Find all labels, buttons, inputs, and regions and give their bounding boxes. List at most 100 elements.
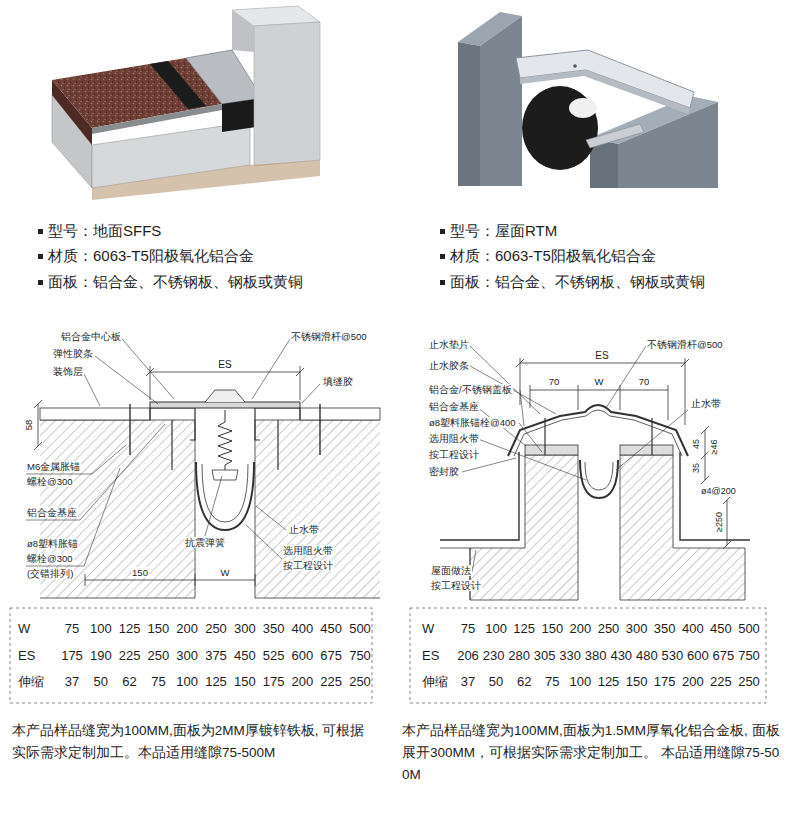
dimension-text: 70	[638, 376, 651, 387]
table-cell: 450	[234, 648, 256, 664]
table-cell: 175	[61, 648, 83, 664]
table-cell: 225	[119, 648, 141, 664]
table-cell: 200	[176, 621, 198, 637]
callout-label: 填缝胶	[322, 376, 354, 387]
dimension-text: W	[220, 567, 231, 578]
callout-label: 铝合金中心板	[60, 331, 122, 342]
table-cell: 300	[176, 648, 198, 664]
table-header: ES	[18, 648, 35, 664]
table-cell: 100	[176, 674, 198, 690]
table-cell: 37	[65, 674, 79, 690]
table-cell: 190	[90, 648, 112, 664]
table-cell: 250	[148, 648, 170, 664]
spec-table-frame	[10, 608, 766, 703]
callout-label: 止水垫片	[428, 339, 470, 350]
callout-label: 选用阻火带	[282, 545, 334, 556]
dimension-text: 150	[131, 567, 149, 578]
callout-label: (交错排列)	[26, 568, 74, 579]
table-cell: 530	[662, 648, 684, 664]
table-cell: 380	[585, 648, 607, 664]
table-cell: 225	[320, 674, 342, 690]
table-header: W	[422, 621, 434, 637]
table-cell: 62	[122, 674, 136, 690]
spec-line: 材质：6063-T5阳极氧化铝合金	[450, 247, 656, 265]
table-cell: 125	[598, 674, 620, 690]
table-cell: 100	[485, 621, 507, 637]
table-cell: 500	[738, 621, 760, 637]
floor-section-drawing	[26, 339, 380, 598]
callout-label: 屋面做法	[430, 565, 472, 576]
table-cell: 200	[292, 674, 314, 690]
table-header: ES	[422, 648, 439, 664]
table-cell: 75	[461, 621, 475, 637]
callout-label: 止水带	[288, 524, 320, 535]
callout-label: 密封胶	[428, 466, 460, 477]
table-cell: 305	[534, 648, 556, 664]
callout-label: 铝合金基座	[26, 507, 78, 518]
table-cell: 250	[349, 674, 371, 690]
table-cell: 750	[349, 648, 371, 664]
table-cell: 300	[234, 621, 256, 637]
table-cell: 675	[713, 648, 735, 664]
callout-label: 螺栓@300	[26, 476, 74, 487]
callout-label: 按工程设计	[430, 580, 482, 591]
table-cell: 100	[90, 621, 112, 637]
dimension-text: ≥250	[714, 511, 725, 533]
spec-line: 面板：铝合金、不锈钢板、钢板或黄铜	[450, 273, 705, 291]
roof-joint-render	[458, 12, 718, 188]
callout-label: 铝合金/不锈钢盖板	[428, 384, 513, 395]
table-cell: 150	[234, 674, 256, 690]
dimension-text: ES	[217, 359, 232, 371]
table-cell: 350	[263, 621, 285, 637]
floor-joint-render	[52, 6, 320, 200]
table-cell: 350	[654, 621, 676, 637]
table-cell: 280	[508, 648, 530, 664]
table-cell: 250	[738, 674, 760, 690]
table-cell: 480	[636, 648, 658, 664]
callout-label: ø8塑料胀锚栓@400	[428, 417, 517, 428]
table-cell: 200	[682, 674, 704, 690]
table-cell: 62	[517, 674, 531, 690]
dimension-text: 70	[548, 376, 561, 387]
table-cell: 450	[710, 621, 732, 637]
table-cell: 225	[710, 674, 732, 690]
dimension-text: 58	[23, 419, 34, 432]
table-header: W	[18, 621, 30, 637]
spec-line: 材质：6063-T5阳极氧化铝合金	[48, 247, 254, 265]
table-header: 伸缩	[18, 674, 44, 690]
table-cell: 150	[148, 621, 170, 637]
table-cell: 175	[263, 674, 285, 690]
note-text: 本产品样品缝宽为100MM,面板为1.5MM厚氧化铝合金板, 面板展开300MM…	[402, 720, 782, 786]
dimension-text: 35	[691, 462, 702, 474]
table-cell: 675	[320, 648, 342, 664]
callout-label: 止水带	[690, 398, 722, 409]
callout-label: 按工程设计	[428, 449, 480, 460]
table-cell: 75	[151, 674, 165, 690]
table-cell: 37	[461, 674, 475, 690]
callout-label: ø8塑料胀锚	[26, 538, 79, 549]
table-cell: 75	[65, 621, 79, 637]
dimension-text: 45	[691, 438, 702, 450]
callout-label: 止水胶条	[428, 360, 470, 371]
table-cell: 330	[559, 648, 581, 664]
callout-label: 螺栓@300	[26, 553, 74, 564]
callout-label: 不锈钢滑杆@500	[290, 331, 368, 342]
table-cell: 500	[349, 621, 371, 637]
table-cell: 450	[320, 621, 342, 637]
table-cell: 300	[626, 621, 648, 637]
table-cell: 250	[205, 621, 227, 637]
callout-label: 弹性胶条	[52, 348, 94, 359]
table-cell: 400	[682, 621, 704, 637]
table-cell: 400	[292, 621, 314, 637]
table-cell: 125	[119, 621, 141, 637]
table-cell: 525	[263, 648, 285, 664]
spec-line: 型号：地面SFFS	[48, 222, 161, 240]
spec-line: 面板：铝合金、不锈钢板、钢板或黄铜	[48, 273, 303, 291]
callout-label: 装饰层	[52, 366, 84, 377]
table-cell: 100	[570, 674, 592, 690]
note-text: 本产品样品缝宽为100MM,面板为2MM厚镀锌铁板, 可根据实际需求定制加工。本…	[12, 720, 377, 764]
callout-label: 抗震弹簧	[184, 537, 226, 548]
table-cell: 50	[94, 674, 108, 690]
table-cell: 175	[654, 674, 676, 690]
table-cell: 750	[738, 648, 760, 664]
